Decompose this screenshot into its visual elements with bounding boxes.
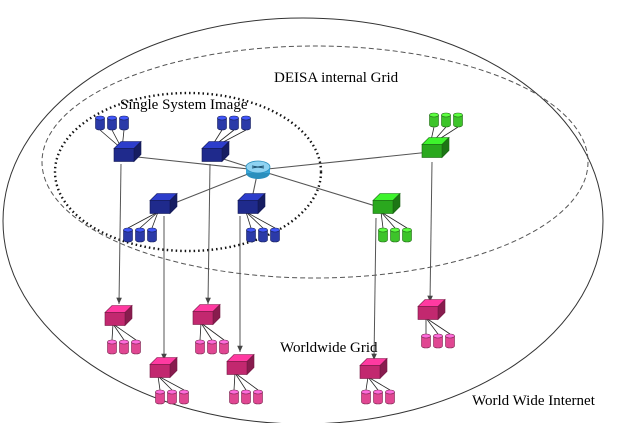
server-node-icon	[149, 356, 178, 379]
disk-cylinder-icon	[241, 115, 251, 131]
disk-cylinder-icon	[378, 227, 388, 243]
disk-cylinder-icon	[123, 227, 133, 243]
core-node-bottom-left	[123, 192, 178, 243]
storage-group	[361, 389, 395, 405]
disk-cylinder-icon	[219, 339, 229, 355]
storage-group	[195, 339, 229, 355]
external-node-1	[104, 304, 141, 355]
partner-node-right	[421, 112, 463, 159]
server-node-icon	[421, 136, 450, 159]
core-node-top-middle	[201, 115, 251, 163]
server-node-icon	[113, 140, 142, 163]
disk-cylinder-icon	[441, 112, 451, 128]
disk-cylinder-icon	[147, 227, 157, 243]
nodes-layer	[95, 112, 463, 405]
storage-group	[95, 115, 129, 131]
external-node-5	[226, 353, 263, 405]
storage-group	[378, 227, 412, 243]
core-node-top-left	[95, 115, 142, 163]
storage-group	[155, 389, 189, 405]
external-node-4	[149, 356, 189, 405]
disk-cylinder-icon	[241, 389, 251, 405]
world-wide-internet-boundary	[2, 17, 604, 423]
server-node-icon	[359, 357, 388, 380]
disk-cylinder-icon	[135, 227, 145, 243]
disk-cylinder-icon	[361, 389, 371, 405]
disk-cylinder-icon	[229, 389, 239, 405]
deisa-internal-grid-boundary	[41, 45, 589, 279]
disk-cylinder-icon	[217, 115, 227, 131]
server-node-icon	[201, 140, 230, 163]
single-system-image-label: Single System Image	[120, 97, 248, 113]
storage-group	[217, 115, 251, 131]
server-node-icon	[226, 353, 255, 376]
disk-cylinder-icon	[179, 389, 189, 405]
single-system-image-boundary	[53, 91, 323, 253]
disk-cylinder-icon	[107, 339, 117, 355]
disk-cylinder-icon	[429, 112, 439, 128]
disk-cylinder-icon	[390, 227, 400, 243]
disk-cylinder-icon	[95, 115, 105, 131]
server-node-icon	[237, 192, 266, 215]
disk-cylinder-icon	[385, 389, 395, 405]
server-node-icon	[372, 192, 401, 215]
disk-cylinder-icon	[453, 112, 463, 128]
core-node-bottom-mid	[237, 192, 280, 243]
deisa-internal-grid-label: DEISA internal Grid	[274, 70, 399, 86]
disk-cylinder-icon	[258, 227, 268, 243]
disk-cylinder-icon	[167, 389, 177, 405]
external-node-6	[359, 357, 395, 405]
disk-cylinder-icon	[107, 115, 117, 131]
external-node-3	[417, 298, 455, 349]
disk-cylinder-icon	[119, 115, 129, 131]
disk-cylinder-icon	[195, 339, 205, 355]
disk-cylinder-icon	[155, 389, 165, 405]
storage-group	[246, 227, 280, 243]
disk-cylinder-icon	[131, 339, 141, 355]
disk-cylinder-icon	[421, 333, 431, 349]
extension-arrows	[116, 161, 433, 361]
worldwide-grid-label: Worldwide Grid	[280, 340, 378, 356]
disk-cylinder-icon	[445, 333, 455, 349]
partner-node-center	[372, 192, 412, 243]
server-node-icon	[192, 303, 221, 326]
storage-group	[421, 333, 455, 349]
disk-cylinder-icon	[229, 115, 239, 131]
disk-cylinder-icon	[246, 227, 256, 243]
storage-group	[429, 112, 463, 128]
disk-cylinder-icon	[373, 389, 383, 405]
disk-cylinder-icon	[270, 227, 280, 243]
server-node-icon	[417, 298, 446, 321]
disk-cylinder-icon	[207, 339, 217, 355]
storage-group	[123, 227, 157, 243]
router-icon	[245, 160, 271, 179]
server-node-icon	[149, 192, 178, 215]
disk-cylinder-icon	[253, 389, 263, 405]
disk-cylinder-icon	[402, 227, 412, 243]
server-node-icon	[104, 304, 133, 327]
external-node-2	[192, 303, 229, 355]
storage-group	[107, 339, 141, 355]
world-wide-internet-label: World Wide Internet	[472, 393, 596, 409]
disk-cylinder-icon	[433, 333, 443, 349]
disk-cylinder-icon	[119, 339, 129, 355]
storage-group	[229, 389, 263, 405]
